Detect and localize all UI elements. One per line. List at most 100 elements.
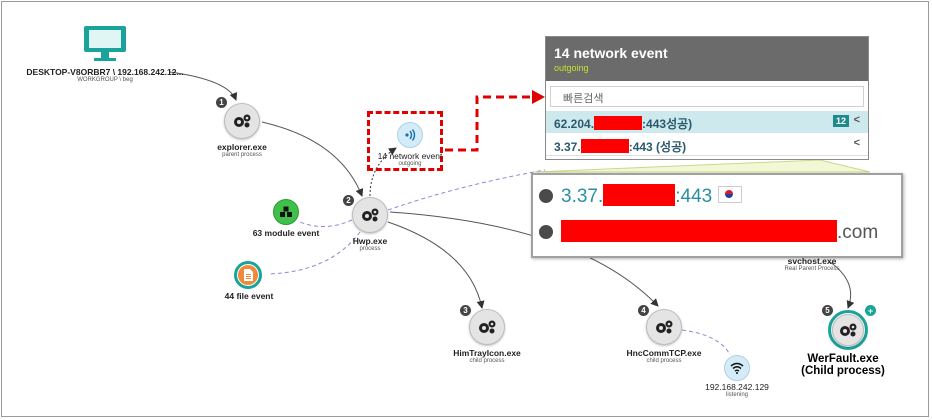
himtray-name: HimTrayIcon.exe [453,348,521,358]
computer-name: DESKTOP-V8ORBR7 \ 192.168.242.12... [26,67,184,77]
panel-title: 14 network event [554,45,668,61]
explorer-label: explorer.exe parent process [217,142,267,158]
connection-ip-suffix: :443성공) [642,117,693,131]
redaction [594,116,643,130]
werfault-ring [828,310,868,350]
connection-row[interactable]: 62.204. :443성공) 12 < [546,111,868,133]
file-icon [244,269,253,281]
edge-hnccomm-listen [681,329,731,356]
network-event-panel: 14 network event outgoing 빠른검색 62.204. :4… [545,36,869,160]
hnccomm-name: HncCommTCP.exe [626,348,702,358]
svchost-role: Real Parent Process [784,266,840,272]
tooltip-domain-row: .com [539,220,878,244]
gears-icon [234,114,251,128]
edge-hwp-file [267,231,361,275]
svchost-name: svchost.exe [787,256,837,266]
panel-header: 14 network event outgoing [546,37,868,81]
hwp-index: 2 [343,195,354,206]
globe-icon [539,225,553,239]
tooltip-connector [534,159,871,173]
werfault-name: WerFault.exe [807,353,879,365]
computer-label: DESKTOP-V8ORBR7 \ 192.168.242.12... WORK… [26,67,183,83]
tooltip-ip-prefix: 3.37. [561,186,604,207]
tooltip-ip-suffix: :443 [675,186,713,207]
file-event-label: 44 file event [225,291,274,301]
edge-hwp-himtray [387,221,485,309]
computer-workgroup: WORKGROUP \ beg [77,77,133,83]
tooltip-domain-suffix: .com [837,222,879,243]
file-event-count: 44 file event [224,291,274,301]
network-event-count: 14 network event [377,151,443,161]
werfault-label: WerFault.exe (Child process) [801,353,885,377]
hwp-node[interactable] [352,197,388,233]
chevron-left-icon[interactable]: < [853,137,860,149]
explorer-index: 1 [216,97,227,108]
explorer-name: explorer.exe [217,142,267,152]
connection-count-badge: 12 [832,115,849,127]
hnccomm-node[interactable] [646,309,682,345]
connection-detail-tooltip: 3.37. :443 .com [531,173,903,258]
file-event-node[interactable] [238,265,258,285]
network-event-highlight [367,111,443,171]
werfault-role: (Child process) [801,365,885,377]
kr-flag-icon [718,186,743,203]
network-event-label: 14 network event outgoing [378,151,443,167]
module-event-node[interactable] [273,199,299,225]
panel-subtitle: outgoing [554,63,589,73]
monitor-icon [84,26,126,61]
tooltip-ip-row: 3.37. :443 [539,184,743,208]
gears-icon [479,320,496,334]
explorer-node[interactable] [224,103,260,139]
network-event-direction: outgoing [398,161,422,167]
redaction [580,139,629,153]
globe-icon [539,189,553,203]
redaction [603,184,676,206]
network-event-node[interactable] [397,122,423,148]
hwp-name: Hwp.exe [352,236,388,246]
himtray-node[interactable] [469,309,505,345]
listen-address: 192.168.242.129 [705,382,769,392]
svchost-label: svchost.exe Real Parent Process [784,256,839,272]
werfault-node[interactable] [832,314,864,346]
expand-plus-icon[interactable]: + [865,305,876,316]
module-event-count: 63 module event [252,228,320,238]
wifi-icon [730,362,744,374]
gears-icon [656,320,673,334]
hwp-label: Hwp.exe process [353,236,388,252]
edge-hwp-network-dashed [387,169,546,211]
connection-ip-suffix: :443 (성공) [628,140,687,154]
explorer-role: parent process [222,152,262,158]
connection-ip-prefix: 3.37. [554,140,581,154]
hwp-role: process [359,246,381,252]
redaction [561,220,837,242]
signal-icon [405,129,416,141]
edge-svchost-werfault [829,261,855,309]
hnccomm-label: HncCommTCP.exe child process [627,348,702,364]
hnccomm-role: child process [646,358,682,364]
listen-label: 192.168.242.129 listening [705,382,769,398]
callout-arrowhead [532,90,545,104]
modules-icon [280,206,292,217]
himtray-role: child process [469,358,505,364]
himtray-index: 3 [460,305,471,316]
edge-computer-explorer [169,71,238,101]
quick-search-input[interactable]: 빠른검색 [550,86,864,107]
module-event-label: 63 module event [253,228,320,238]
connection-row[interactable]: 3.37. :443 (성공) < [546,134,868,156]
callout-connector [445,95,540,152]
edge-explorer-hwp [261,121,364,197]
gears-icon [840,323,857,337]
computer-node[interactable] [80,24,130,64]
connection-ip-prefix: 62.204. [554,117,595,131]
listen-state: listening [725,392,748,398]
hnccomm-index: 4 [638,305,649,316]
file-event-ring [234,261,262,289]
chevron-left-icon[interactable]: < [853,114,860,126]
edge-hwp-module [299,219,353,227]
werfault-index: 5 [822,305,833,316]
listen-node[interactable] [724,355,750,381]
gears-icon [362,208,379,222]
himtray-label: HimTrayIcon.exe child process [453,348,521,364]
